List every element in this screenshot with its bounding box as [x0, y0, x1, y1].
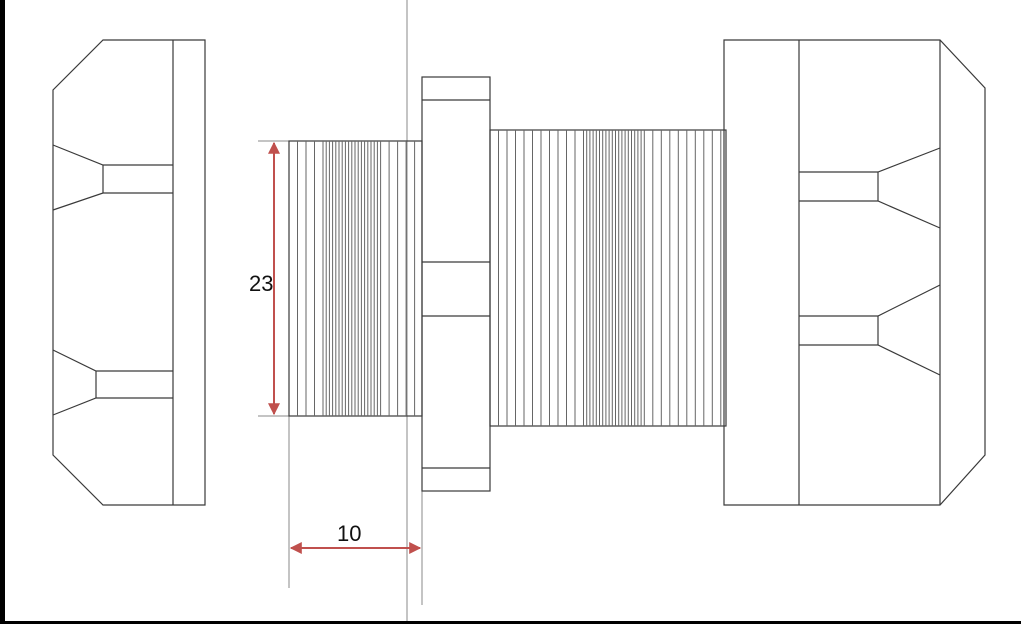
right-end-cap	[723, 39, 986, 506]
height-dimension: 23	[249, 141, 280, 416]
width-dimension: 10	[289, 521, 422, 554]
drawing-sheet	[5, 0, 1021, 621]
left-end-cap	[52, 39, 206, 506]
height-dimension-label: 23	[249, 271, 273, 296]
width-dimension-label: 10	[337, 521, 361, 546]
right-threaded-body	[489, 129, 727, 427]
